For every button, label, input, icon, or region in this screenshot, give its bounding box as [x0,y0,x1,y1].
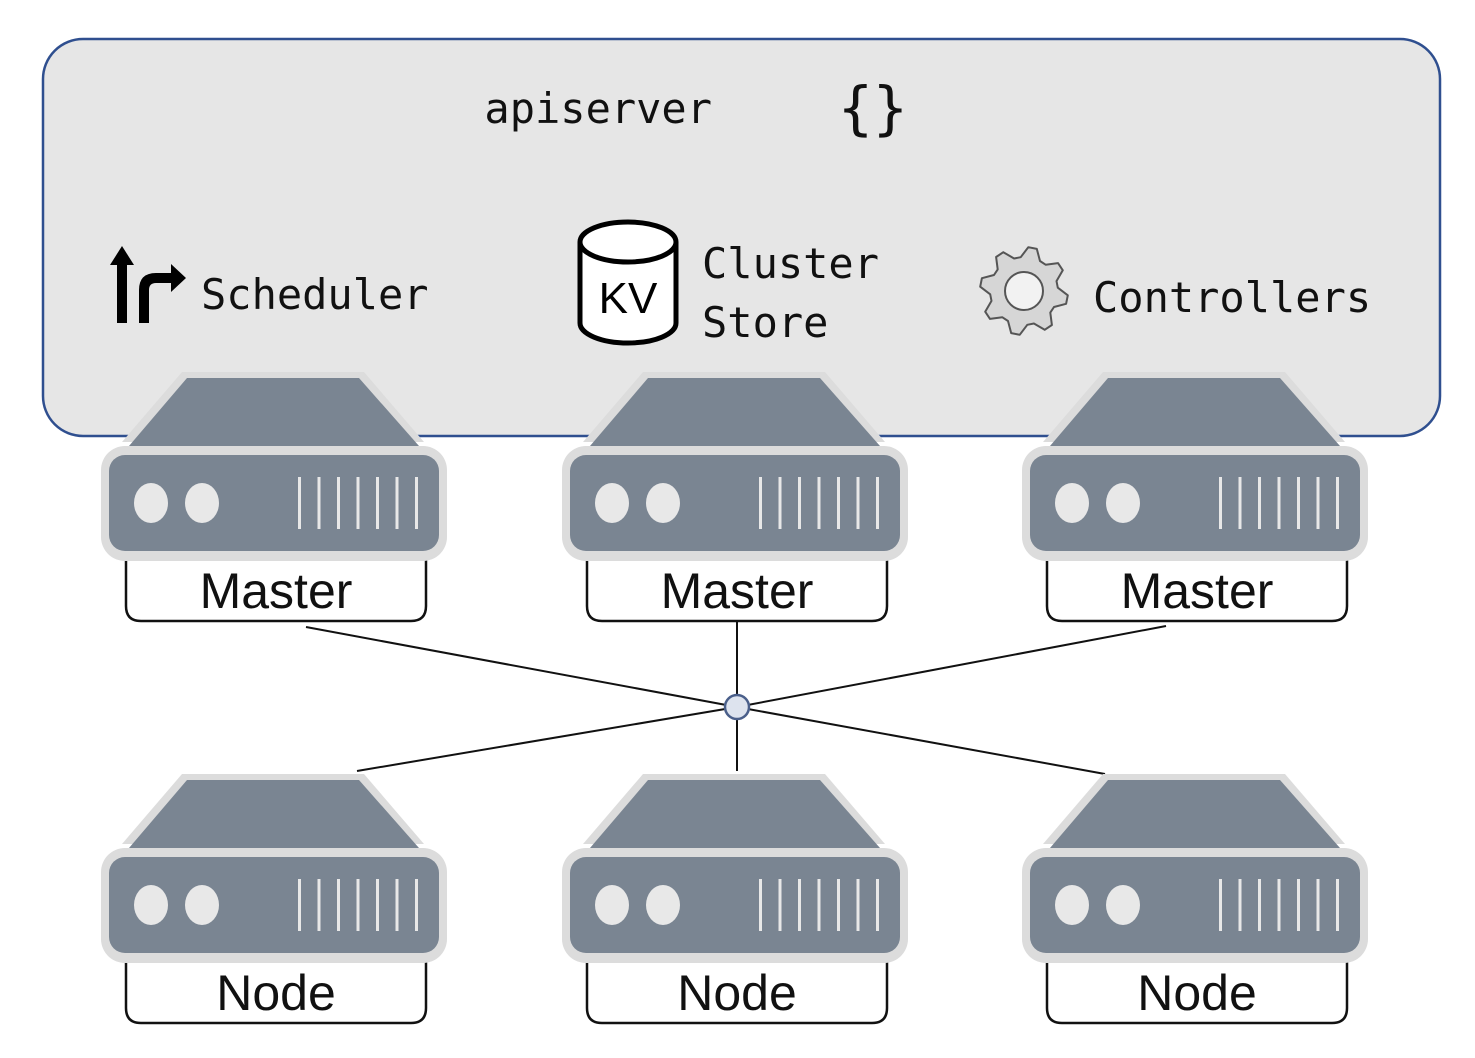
gear-icon [979,246,1069,336]
node-server-1: Node [101,774,447,1025]
master-server-1-label: Master [200,563,353,619]
server-led [595,885,629,925]
server-vent [876,879,879,931]
server-label-box [124,548,428,623]
server-top [1050,780,1340,848]
master-server-1: Master [101,372,447,623]
server-vent [298,477,301,529]
server-vent [1336,477,1339,529]
scheduler-label: Scheduler [201,270,429,319]
server-vent [817,879,821,931]
server-label-box [1045,950,1349,1025]
server-vent [317,879,321,931]
node-server-1-label: Node [216,965,336,1021]
apiserver-title: apiserver [484,84,712,133]
server-vent [1316,477,1320,529]
link-master-3 [736,625,1167,708]
server-vent [415,879,418,931]
server-vent [837,879,840,931]
server-vent [798,879,801,931]
server-led [1106,885,1140,925]
server-vent [356,879,360,931]
server-vent [337,477,340,529]
server-led [134,483,168,523]
route-arrow-icon [110,246,186,323]
server-vent [1238,879,1242,931]
server-led [646,885,680,925]
link-node-1 [356,706,738,772]
network-hub [723,693,751,721]
cluster-store-label-line1: Cluster [702,239,879,288]
server-led [595,483,629,523]
server-vent [395,879,399,931]
apiserver-braces: {} [838,74,908,142]
server-vent [1219,879,1222,931]
server-label-box [124,950,428,1025]
server-vent [1277,477,1281,529]
server-vent [415,477,418,529]
server-led [1055,483,1089,523]
server-vent [298,879,301,931]
node-server-2-label: Node [677,965,797,1021]
server-label-box [585,548,889,623]
server-vent [817,477,821,529]
link-master-1 [305,626,738,708]
cluster-store-label-line2: Store [702,298,828,347]
server-vent [778,477,782,529]
server-led [185,885,219,925]
server-vent [356,477,360,529]
server-top [1050,378,1340,446]
server-vent [876,477,879,529]
server-vent [376,879,379,931]
controllers-label: Controllers [1093,273,1371,322]
server-led [134,885,168,925]
server-vent [759,477,762,529]
server-vent [1258,477,1261,529]
server-led [185,483,219,523]
server-vent [1277,879,1281,931]
server-vent [778,879,782,931]
server-vent [337,879,340,931]
server-label-box [1045,548,1349,623]
server-vent [317,477,321,529]
network-links [305,622,1167,775]
master-server-2: Master [562,372,908,623]
server-vent [1238,477,1242,529]
server-top [590,780,880,848]
server-vent [856,477,860,529]
server-led [646,483,680,523]
node-server-3-label: Node [1137,965,1257,1021]
server-vent [395,477,399,529]
server-vent [1258,879,1261,931]
master-server-2-label: Master [661,563,814,619]
server-led [1106,483,1140,523]
master-server-3-label: Master [1121,563,1274,619]
database-cylinder-icon: KV [577,219,679,346]
server-vent [1316,879,1320,931]
server-vent [376,477,379,529]
server-vent [837,477,840,529]
node-server-3: Node [1022,774,1368,1025]
server-label-box [585,950,889,1025]
server-top [590,378,880,446]
master-server-3: Master [1022,372,1368,623]
server-vent [856,879,860,931]
server-vent [1336,879,1339,931]
link-node-3 [736,706,1106,775]
server-vent [798,477,801,529]
server-vent [1297,477,1300,529]
server-vent [759,879,762,931]
server-vent [1297,879,1300,931]
kv-icon-text: KV [599,274,658,323]
server-vent [1219,477,1222,529]
server-top [129,378,419,446]
server-led [1055,885,1089,925]
node-server-2: Node [562,774,908,1025]
server-top [129,780,419,848]
